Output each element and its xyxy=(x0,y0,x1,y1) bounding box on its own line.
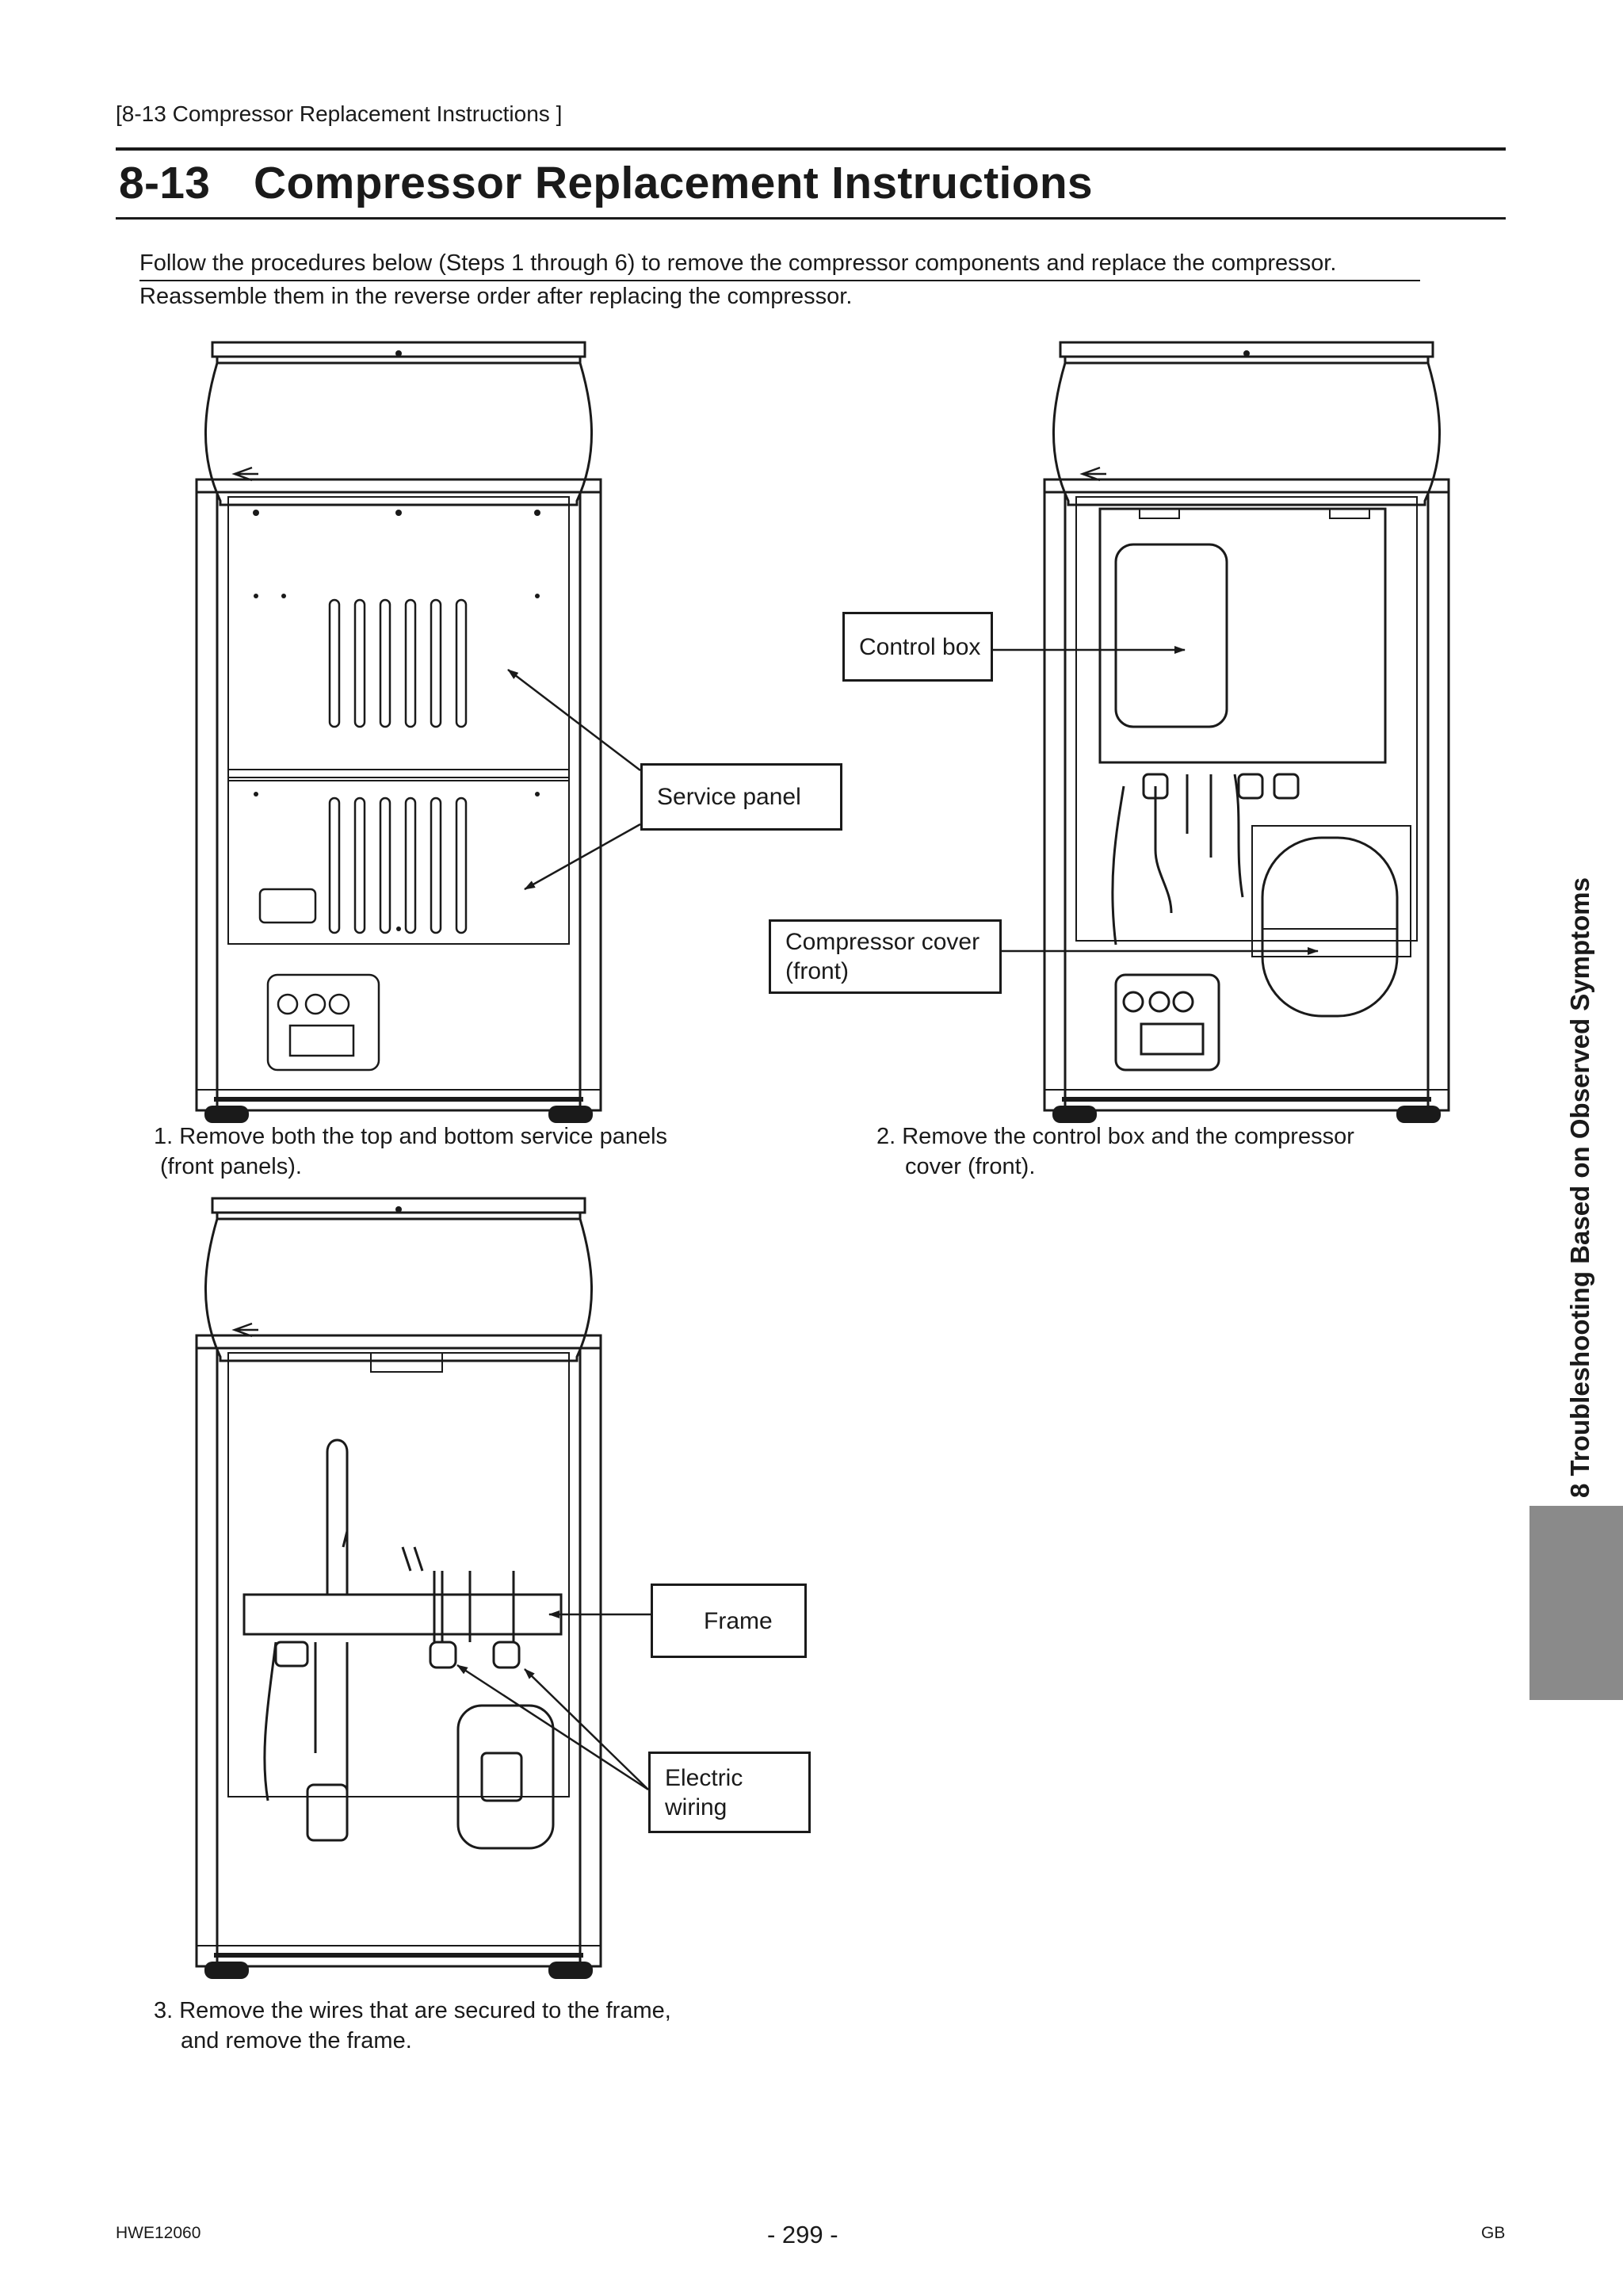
callout-control-box: Control box xyxy=(842,612,993,682)
footer-page-number: - 299 - xyxy=(767,2221,838,2248)
page-title: 8-13 Compressor Replacement Instructions xyxy=(119,157,1093,209)
figure-2-outdoor-unit xyxy=(1043,341,1450,1125)
chapter-tab-marker xyxy=(1529,1506,1623,1700)
breadcrumb: [8-13 Compressor Replacement Instruction… xyxy=(116,101,563,126)
footer-region: GB xyxy=(1481,2224,1506,2242)
chapter-side-tab: 8 Troubleshooting Based on Observed Symp… xyxy=(1565,877,1594,1498)
intro-line-1: Follow the procedures below (Steps 1 thr… xyxy=(139,250,1337,276)
callout-electric-wiring: Electric wiring xyxy=(648,1752,811,1833)
figure-3-outdoor-unit xyxy=(195,1197,602,1981)
figure-1-outdoor-unit xyxy=(195,341,602,1125)
callout-frame: Frame xyxy=(651,1584,807,1658)
header-rule-top xyxy=(116,147,1506,151)
figure-1-caption: 1. Remove both the top and bottom servic… xyxy=(154,1124,668,1179)
intro-underline xyxy=(139,280,1420,281)
figure-2-caption: 2. Remove the control box and the compre… xyxy=(876,1124,1354,1179)
header-rule-bottom xyxy=(116,217,1506,220)
footer-doc-code: HWE12060 xyxy=(116,2224,201,2242)
section-number: 8-13 xyxy=(119,158,211,208)
callout-compressor-cover: Compressor cover (front) xyxy=(769,919,1002,994)
figure-3-caption: 3. Remove the wires that are secured to … xyxy=(154,1998,671,2053)
callout-service-panel: Service panel xyxy=(640,763,842,831)
intro-line-2: Reassemble them in the reverse order aft… xyxy=(139,284,853,309)
section-title: Compressor Replacement Instructions xyxy=(254,158,1093,208)
